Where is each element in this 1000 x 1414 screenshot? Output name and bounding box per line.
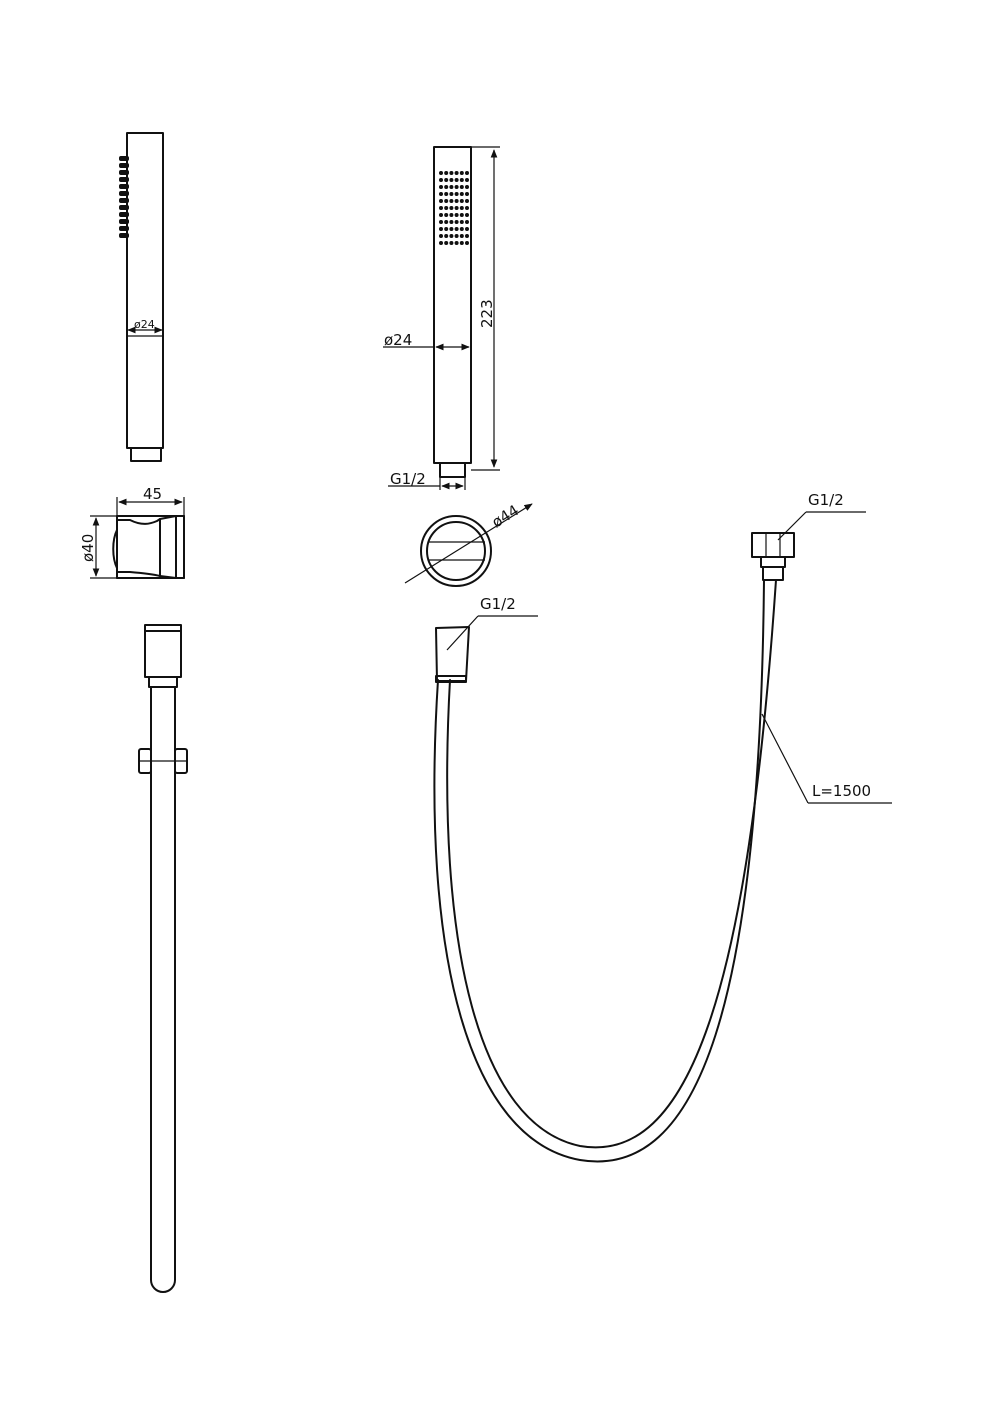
dia-24-front-label: ø24: [384, 331, 412, 349]
thread-head-label: G1/2: [390, 470, 426, 488]
front-nozzle: [444, 171, 449, 175]
front-nozzle: [465, 178, 469, 182]
front-nozzle: [465, 171, 469, 175]
flange-dia-label: ø44: [489, 501, 523, 531]
front-nozzle: [449, 234, 454, 238]
front-nozzle: [465, 199, 469, 203]
front-nozzle: [449, 206, 454, 210]
front-nozzle: [444, 206, 449, 210]
front-nozzle: [465, 192, 469, 196]
front-nozzle: [439, 227, 443, 231]
front-nozzle: [454, 199, 459, 203]
hand-shower-in-holder-assembly: [138, 624, 188, 1293]
side-nozzle: [119, 233, 129, 238]
thread-hose-right-label: G1/2: [808, 491, 844, 509]
side-nozzle: [119, 184, 129, 189]
front-nozzle: [454, 227, 459, 231]
side-nozzle: [119, 191, 129, 196]
side-nozzle: [119, 212, 129, 217]
front-nozzle: [454, 234, 459, 238]
front-nozzle: [459, 171, 464, 175]
front-nozzle: [454, 185, 459, 189]
front-nozzle: [449, 178, 454, 182]
length-223-label: 223: [478, 299, 496, 328]
dia-24-side-label: ø24: [134, 318, 155, 331]
front-nozzle: [459, 234, 464, 238]
front-nozzle: [439, 220, 443, 224]
front-nozzle: [465, 213, 469, 217]
front-nozzle: [439, 192, 443, 196]
front-nozzle: [449, 199, 454, 203]
front-nozzle: [465, 206, 469, 210]
hose-length-label: L=1500: [812, 782, 871, 800]
front-nozzle: [444, 199, 449, 203]
front-nozzle: [439, 185, 443, 189]
front-nozzle: [444, 220, 449, 224]
front-nozzle: [459, 241, 464, 245]
front-nozzle: [454, 171, 459, 175]
front-nozzle: [444, 178, 449, 182]
side-nozzle: [119, 156, 129, 161]
front-nozzle: [444, 192, 449, 196]
front-nozzle: [459, 206, 464, 210]
front-nozzle: [444, 185, 449, 189]
front-nozzle: [439, 199, 443, 203]
side-nozzle: [119, 163, 129, 168]
front-nozzle: [439, 213, 443, 217]
front-nozzle: [465, 227, 469, 231]
front-nozzle: [459, 192, 464, 196]
front-nozzle: [439, 241, 443, 245]
thread-hose-left-label: G1/2: [480, 595, 516, 613]
front-nozzle: [444, 213, 449, 217]
front-nozzle: [444, 241, 449, 245]
front-nozzle: [465, 241, 469, 245]
front-nozzle: [459, 227, 464, 231]
front-nozzle: [444, 234, 449, 238]
front-nozzle: [439, 206, 443, 210]
front-nozzle: [454, 178, 459, 182]
front-nozzle: [459, 213, 464, 217]
bracket-dia-label: ø40: [79, 534, 97, 562]
front-nozzle: [454, 220, 459, 224]
wall-flange-front-view: ø44: [404, 501, 533, 587]
front-nozzle: [449, 220, 454, 224]
front-nozzle: [459, 220, 464, 224]
hand-shower-front-view: 223 ø24 G1/2: [383, 146, 500, 490]
front-nozzle: [465, 220, 469, 224]
front-nozzle: [459, 199, 464, 203]
wall-bracket-side-view: 45 ø40: [79, 485, 185, 579]
front-nozzle: [465, 234, 469, 238]
front-nozzle: [459, 178, 464, 182]
front-nozzle: [444, 227, 449, 231]
front-nozzle: [439, 234, 443, 238]
side-nozzle: [119, 226, 129, 231]
flange-dia-dimension: [404, 503, 533, 584]
side-nozzle: [119, 219, 129, 224]
front-nozzle: [465, 185, 469, 189]
flexible-hose: G1/2 G1/2 L=1500: [433, 491, 892, 1163]
front-nozzle: [454, 213, 459, 217]
front-nozzle-grid: [439, 171, 469, 245]
front-nozzle: [454, 206, 459, 210]
hand-shower-side-view: ø24: [119, 132, 164, 462]
front-nozzle: [454, 241, 459, 245]
front-nozzle: [459, 185, 464, 189]
front-nozzle: [449, 192, 454, 196]
side-nozzle: [119, 198, 129, 203]
front-nozzle: [454, 192, 459, 196]
front-nozzle: [449, 227, 454, 231]
side-nozzle: [119, 170, 129, 175]
front-nozzle: [439, 178, 443, 182]
front-nozzle: [449, 213, 454, 217]
front-nozzle: [449, 171, 454, 175]
side-nozzle: [119, 205, 129, 210]
front-nozzle: [449, 241, 454, 245]
front-nozzle: [449, 185, 454, 189]
side-nozzle: [119, 177, 129, 182]
bracket-width-label: 45: [143, 485, 162, 503]
front-nozzle: [439, 171, 443, 175]
side-nozzles: [119, 156, 129, 238]
